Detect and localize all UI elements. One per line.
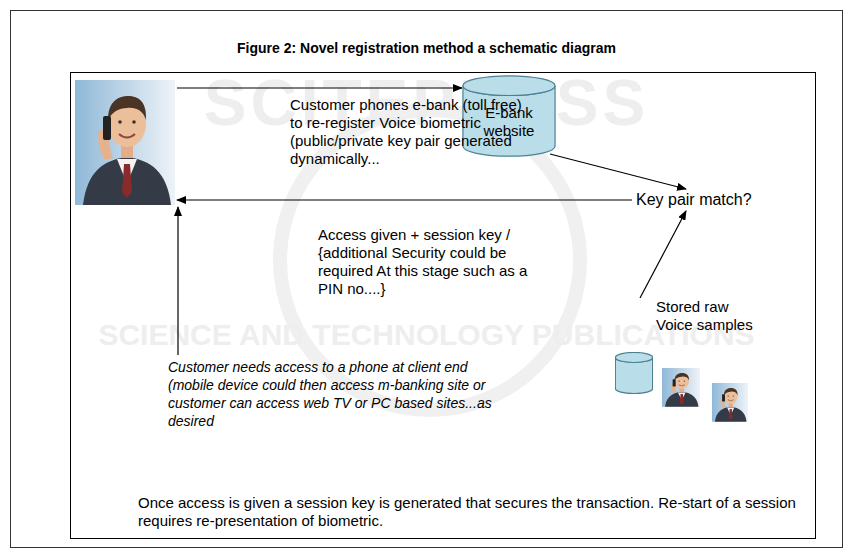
voice-sample-photo	[712, 383, 748, 422]
arrow-connector	[640, 211, 686, 298]
cylinder-outline	[615, 352, 653, 394]
customer-photo	[75, 80, 175, 205]
edge-label: Customer phones e-bank (toll free) to re…	[290, 96, 530, 168]
arrow-connector	[177, 87, 462, 88]
edge-label: Access given + session key / {additional…	[318, 226, 543, 298]
note-text: Customer needs access to a phone at clie…	[168, 358, 498, 430]
customer-photo-box	[75, 80, 175, 205]
inner-frame	[71, 73, 816, 539]
arrow-connector	[550, 154, 686, 189]
node-label: Customer needs access to a phone at clie…	[168, 358, 498, 430]
decision-text: Key pair match?	[636, 190, 752, 210]
figure-title: Figure 2: Novel registration method a sc…	[0, 40, 853, 56]
footnote-text: Once access is given a session key is ge…	[138, 494, 803, 530]
voice-sample-photo	[662, 368, 700, 407]
node-label: Stored raw Voice samples	[656, 298, 768, 334]
storage-cylinder: Stored raw Voice samples	[612, 298, 777, 398]
arrow-connector	[177, 199, 632, 200]
arrow-connector	[177, 207, 178, 355]
node-label: Key pair match?	[636, 190, 752, 210]
